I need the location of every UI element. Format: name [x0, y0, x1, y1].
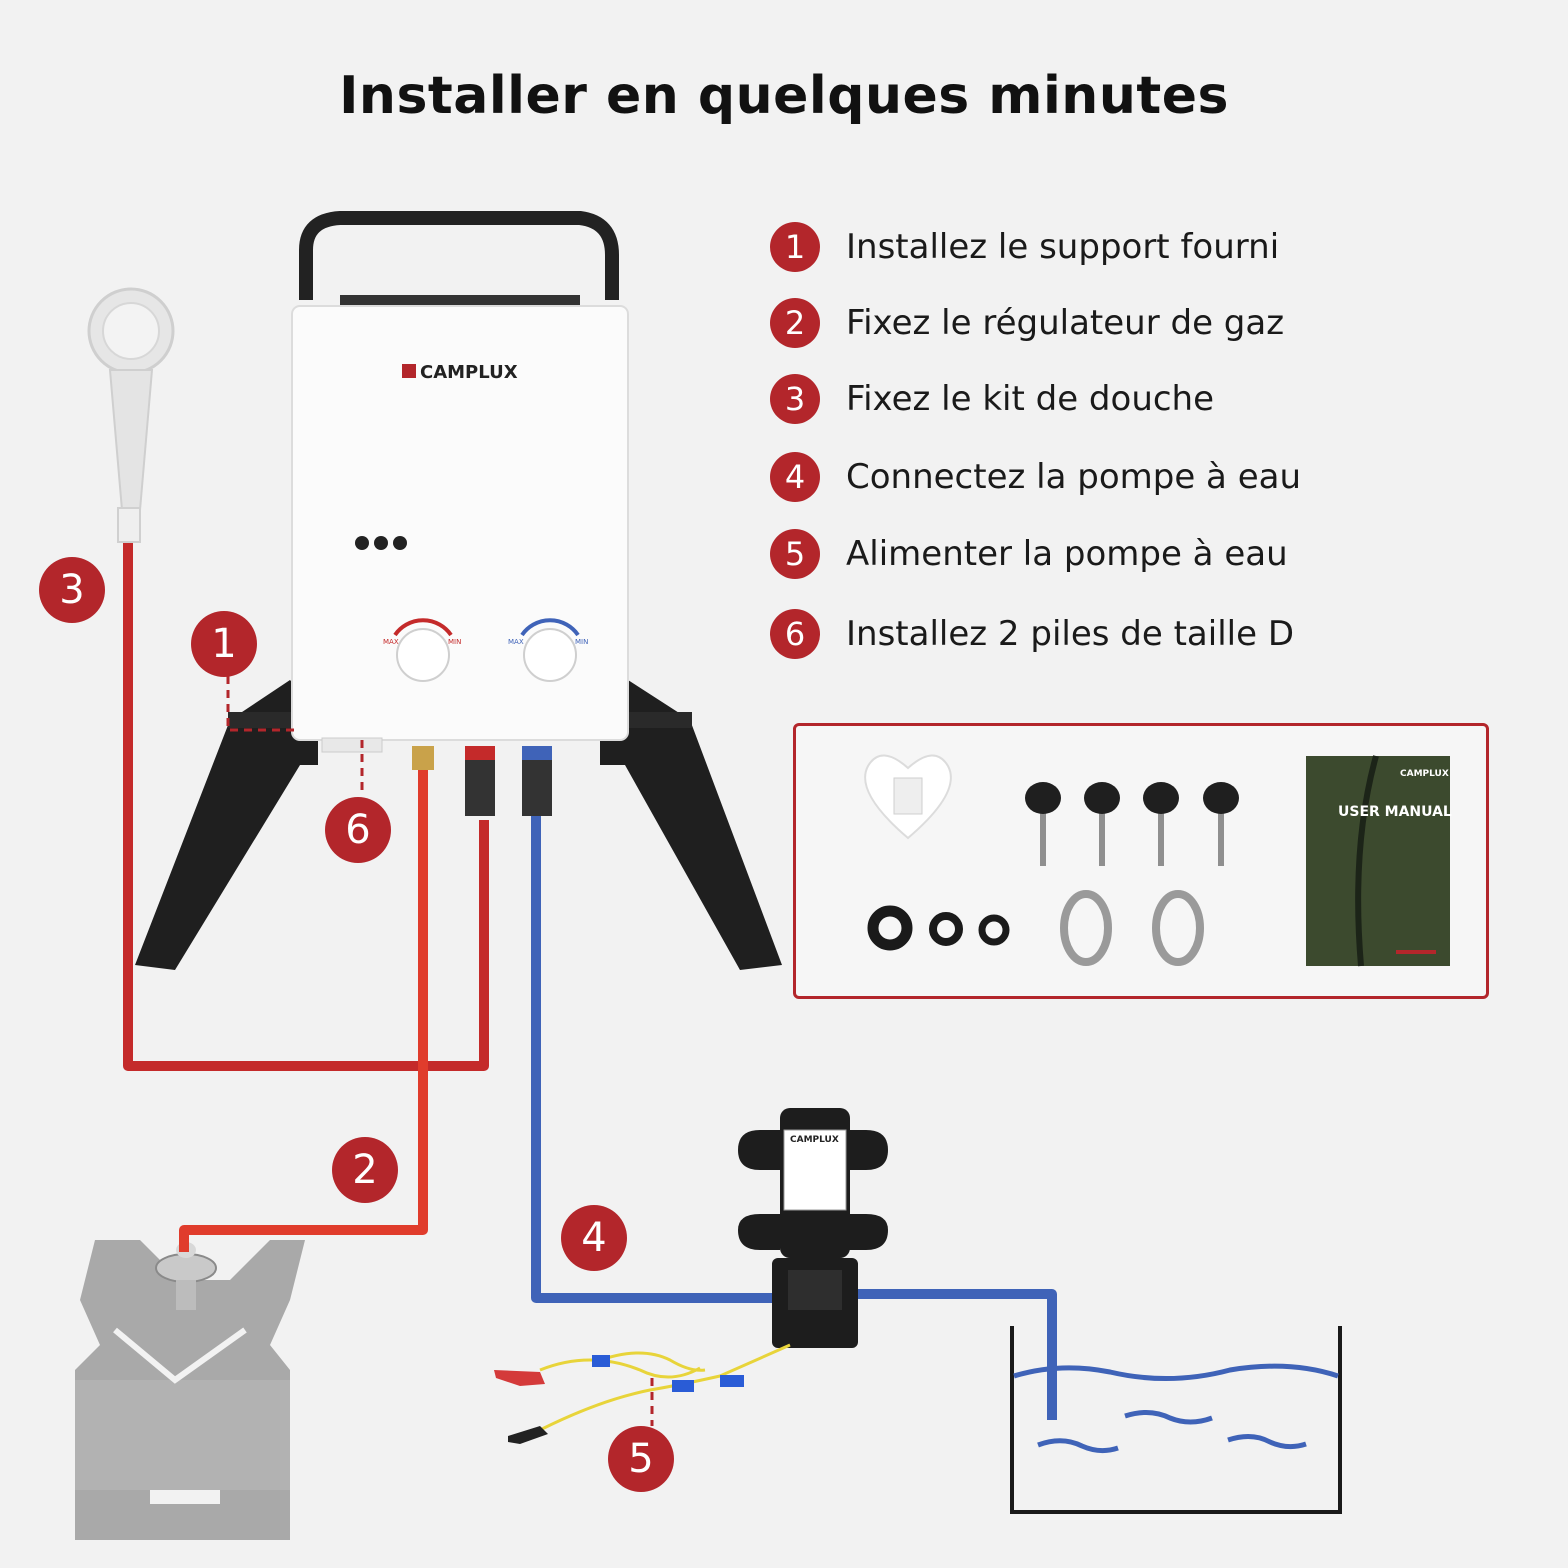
step-item-1: 1 Installez le support fourni [770, 222, 1279, 272]
manual-brand-label: CAMPLUX [1400, 769, 1449, 779]
water-pump [738, 1108, 888, 1348]
step-number-4: 4 [770, 452, 820, 502]
knob-screw-icon [1025, 782, 1061, 866]
callout-5: 5 [608, 1426, 674, 1492]
knob-screw-icon [1203, 782, 1239, 866]
gas-regulator [155, 1242, 217, 1310]
pump-outlet-hose [850, 1289, 1057, 1420]
step-text-4: Connectez la pompe à eau [846, 457, 1301, 497]
battery-wires [539, 1343, 791, 1432]
step-text-1: Installez le support fourni [846, 227, 1280, 267]
step-text-6: Installez 2 piles de taille D [846, 614, 1294, 654]
step-text-3: Fixez le kit de douche [846, 379, 1215, 419]
callout-1: 1 [191, 611, 257, 677]
camplux-logo-icon [402, 364, 416, 378]
shower-head [87, 287, 175, 543]
red-clamp-icon [494, 1370, 545, 1386]
callout-3: 3 [39, 557, 105, 623]
right-knob-max-label: MAX [508, 638, 524, 646]
water-bucket [1010, 1326, 1342, 1514]
wire-connector-icon [592, 1355, 744, 1392]
page-title: Installer en quelques minutes [339, 66, 1229, 126]
step-number-3: 3 [770, 374, 820, 424]
callout-4: 4 [561, 1205, 627, 1271]
included-kit-box: CAMPLUX USER MANUAL [793, 723, 1489, 999]
callout-2: 2 [332, 1137, 398, 1203]
gas-cylinder [75, 1240, 305, 1540]
step-text-2: Fixez le régulateur de gaz [846, 303, 1285, 343]
step-item-6: 6 Installez 2 piles de taille D [770, 609, 1294, 659]
step-number-2: 2 [770, 298, 820, 348]
step-number-6: 6 [770, 609, 820, 659]
step-item-2: 2 Fixez le régulateur de gaz [770, 298, 1284, 348]
step-item-5: 5 Alimenter la pompe à eau [770, 529, 1288, 579]
knob-screw-icon [1143, 782, 1179, 866]
step-number-1: 1 [770, 222, 820, 272]
user-manual-icon [1306, 755, 1450, 967]
water-heater [291, 211, 629, 816]
step-number-5: 5 [770, 529, 820, 579]
black-clamp-icon [508, 1426, 548, 1444]
step-item-4: 4 Connectez la pompe à eau [770, 452, 1301, 502]
right-knob-min-label: MIN [575, 638, 588, 646]
manual-title-label: USER MANUAL [1338, 804, 1452, 820]
gas-hose [179, 770, 428, 1252]
callout-6: 6 [325, 797, 391, 863]
left-knob-max-label: MAX [383, 638, 399, 646]
step-text-5: Alimenter la pompe à eau [846, 534, 1288, 574]
pump-brand-label: CAMPLUX [790, 1135, 839, 1145]
knob-screw-icon [1084, 782, 1120, 866]
shower-hose [123, 540, 489, 1071]
left-knob-min-label: MIN [448, 638, 461, 646]
leader-line-1 [226, 676, 300, 732]
kit-items: CAMPLUX USER MANUAL [864, 754, 1452, 967]
hose-clamp-icon [1060, 890, 1204, 966]
heater-brand-label: CAMPLUX [420, 362, 518, 383]
cold-water-hose [531, 800, 785, 1303]
rubber-washer-icon [867, 905, 1010, 951]
shower-holder-icon [864, 754, 952, 840]
step-item-3: 3 Fixez le kit de douche [770, 374, 1214, 424]
